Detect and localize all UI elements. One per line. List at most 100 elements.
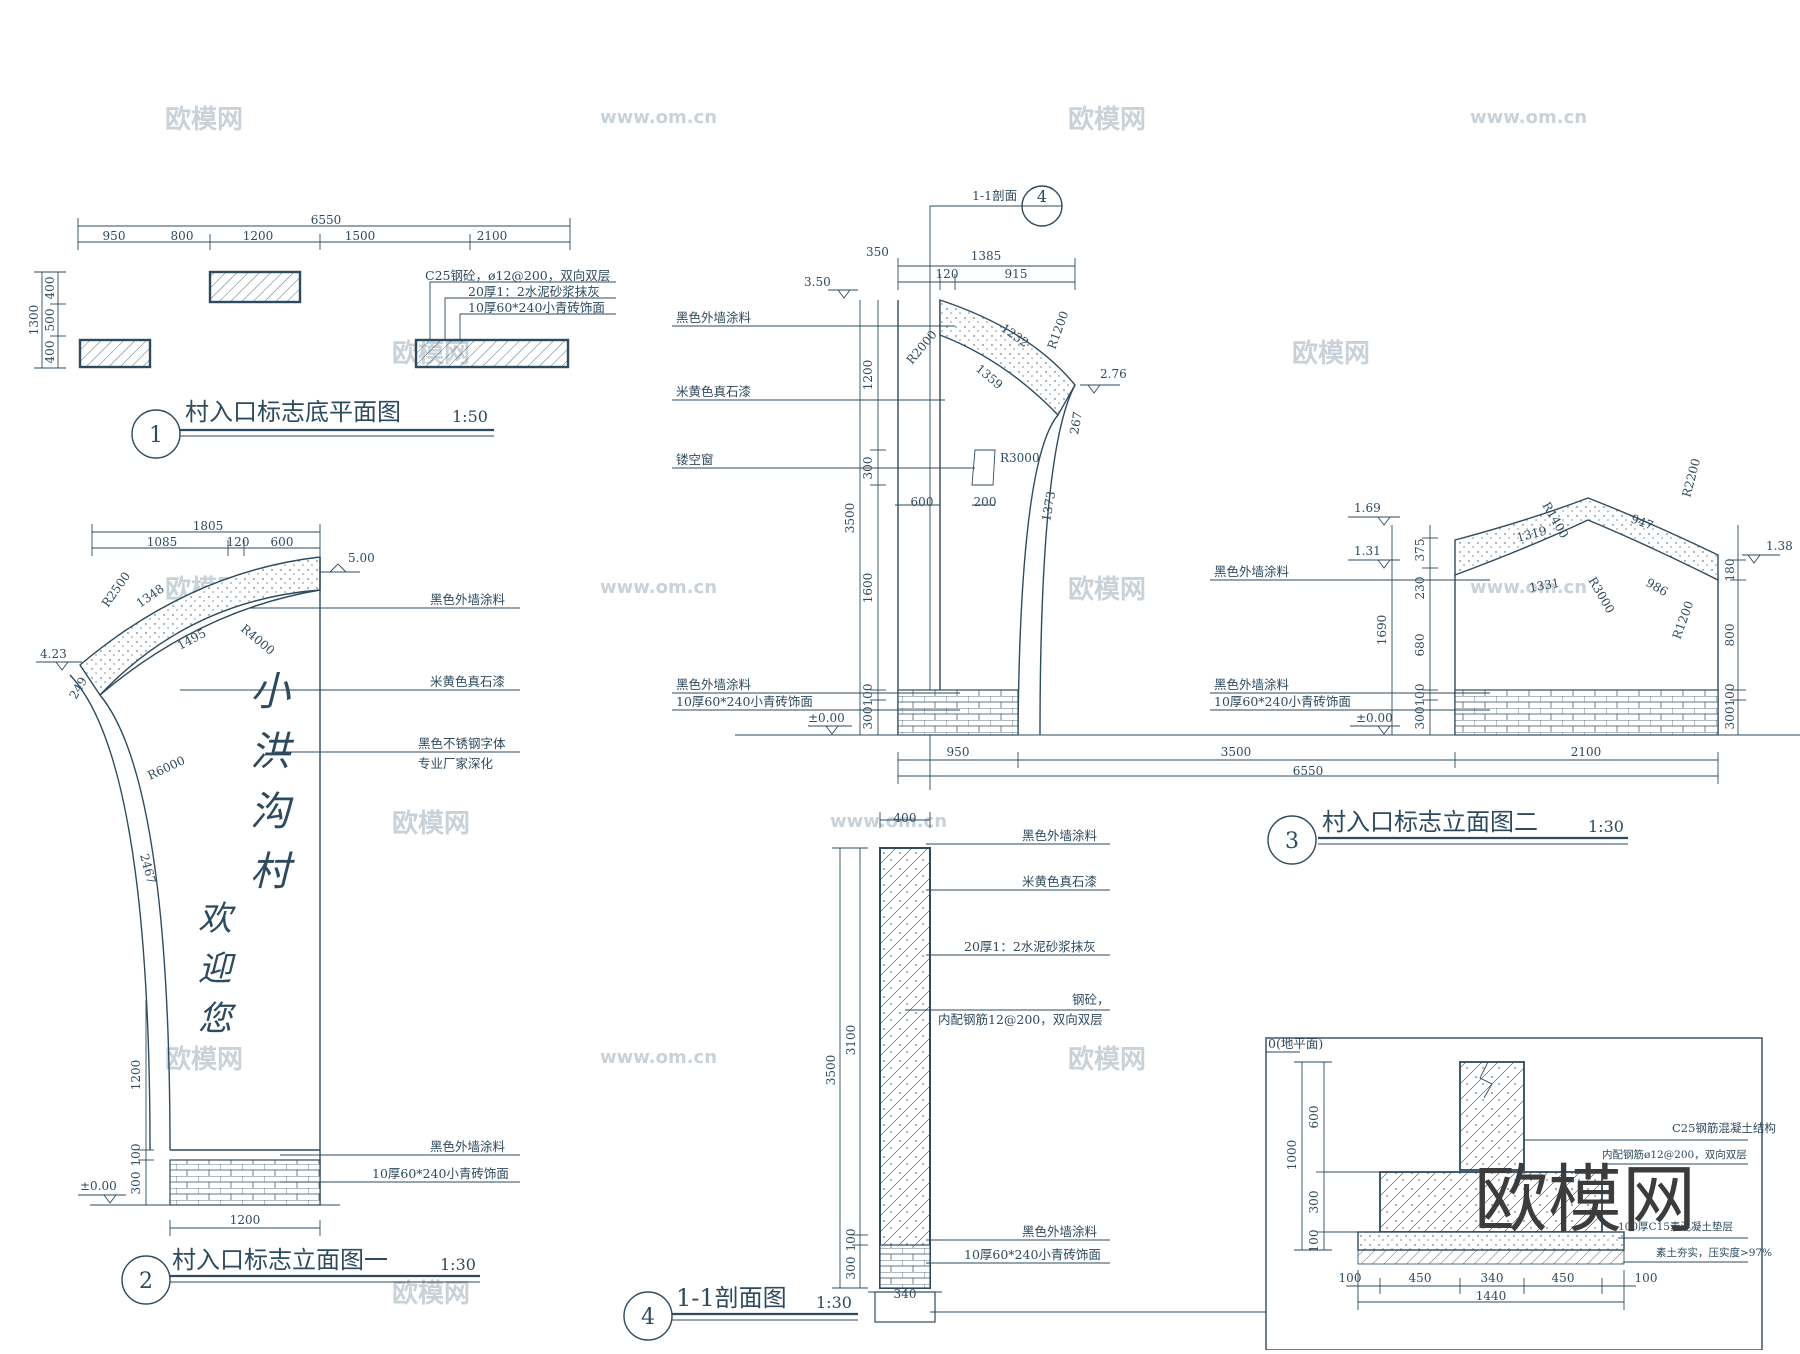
watermark-url: www.om.cn (1470, 107, 1587, 128)
arc-label: R3000 (1585, 575, 1617, 616)
dim-label: 600 (271, 535, 294, 549)
note-text: 米黄色真石漆 (676, 384, 751, 399)
sign-character: 村 (250, 849, 295, 895)
drawing-number: 4 (641, 1305, 655, 1330)
arc-label: 2467 (137, 852, 158, 885)
note-text: 10厚60*240小青砖饰面 (468, 300, 605, 315)
dim-label: 1200 (243, 229, 274, 243)
dim-label: 800 (1723, 624, 1737, 647)
arc-label: R6000 (145, 753, 187, 782)
watermark-logo: 欧模网 (392, 1278, 470, 1309)
plan-wall-block (414, 338, 570, 369)
watermark-logo: 欧模网 (1068, 1044, 1146, 1075)
dim-label: 1200 (230, 1213, 261, 1227)
dim-total: 1300 (27, 305, 41, 336)
plan-wall-block (208, 270, 302, 304)
dim-label: 300 (1307, 1191, 1321, 1214)
note-text: 10厚60*240小青砖饰面 (372, 1166, 509, 1181)
dim-label: 1200 (861, 360, 875, 391)
drawing-number-circle (121, 1255, 171, 1305)
note-text: C25钢砼，ø12@200，双向双层 (425, 268, 610, 283)
note-text: 10厚60*240小青砖饰面 (964, 1247, 1101, 1262)
dim-label: 1200 (129, 1060, 143, 1091)
note-text: 黑色外墙涂料 (1022, 828, 1098, 843)
section-marker-label: 1-1剖面 (972, 188, 1017, 203)
dim-label: 100 (861, 684, 875, 707)
plan-drawing: 6550 950 800 1200 1500 2100 1300 400 500… (27, 213, 616, 459)
dim-label: 3100 (844, 1025, 858, 1056)
dim-label: 300 (861, 707, 875, 730)
dim-total: 1805 (193, 519, 224, 533)
level-mark: 3.50 (804, 275, 831, 289)
welcome-character: 欢 (198, 899, 236, 939)
dim-label: 680 (1413, 634, 1427, 657)
dim-label: 450 (1409, 1271, 1432, 1285)
watermark-url: www.om.cn (1470, 577, 1587, 598)
dim-label: 1600 (861, 573, 875, 604)
dim-label: 600 (911, 495, 934, 509)
level-mark: 5.00 (348, 551, 375, 565)
dim-label: 3500 (843, 503, 857, 534)
note-text: 黑色不锈钢字体 (418, 736, 506, 751)
dim-label: 3500 (824, 1055, 838, 1086)
dim-label: 1690 (1375, 615, 1389, 646)
arc-label: 1348 (134, 581, 167, 610)
dim-label: 950 (103, 229, 126, 243)
note-text: 20厚1：2水泥砂浆抹灰 (964, 939, 1096, 954)
dim-label: 200 (974, 495, 997, 509)
note-text: 黑色外墙涂料 (676, 310, 752, 325)
arc-label: R3000 (1000, 451, 1040, 465)
arc-label: R1200 (1670, 599, 1697, 641)
drawing-title: 村入口标志底平面图 (185, 398, 401, 426)
foundation-corner-label: 0(地平面) (1268, 1036, 1323, 1051)
dim-label: 300 (129, 1172, 143, 1195)
drawing-number: 3 (1285, 829, 1299, 854)
watermark-logo: 欧模网 (165, 104, 243, 135)
level-mark: ±0.00 (80, 1179, 117, 1193)
watermark-logo: 欧模网 (1292, 338, 1370, 369)
drawing-number-circle (1267, 815, 1317, 865)
dim-label: 120 (227, 535, 250, 549)
watermark-url: www.om.cn (600, 577, 717, 598)
elevation-two-drawing: 4 1-1剖面 350 1385 120 915 3.50 2.76 R2000… (672, 185, 1800, 865)
arc-label: R2500 (99, 569, 133, 609)
arc-label: R1200 (1045, 309, 1072, 351)
arc-label: R2000 (904, 328, 940, 367)
dim-label: 450 (1552, 1271, 1575, 1285)
level-mark: ±0.00 (808, 711, 845, 725)
dim-label: 3500 (1221, 745, 1252, 759)
brick-base (169, 1159, 321, 1206)
level-mark: 1.31 (1354, 544, 1381, 558)
note-text: 黑色外墙涂料 (430, 592, 506, 607)
note-text: 镂空窗 (676, 452, 714, 467)
dim-label: 100 (1413, 684, 1427, 707)
watermark-logo: 欧模网 (1068, 574, 1146, 605)
break-line-icon (1479, 1061, 1493, 1099)
drawing-number: 2 (139, 1269, 153, 1294)
dim-label: 1085 (147, 535, 178, 549)
dim-label: 340 (894, 1287, 917, 1301)
dim-label: 915 (1005, 267, 1028, 281)
dim-label: 400 (43, 277, 57, 300)
drawing-title: 村入口标志立面图二 (1322, 808, 1538, 836)
dim-label: 230 (1413, 577, 1427, 600)
note-text: 素土夯实，压实度>97% (1656, 1246, 1772, 1259)
dim-label: 100 (1635, 1271, 1658, 1285)
arc-label: 986 (1644, 575, 1671, 599)
drawing-title: 1-1剖面图 (676, 1284, 787, 1312)
hollow-window (971, 449, 996, 486)
note-text: 黑色外墙涂料 (430, 1139, 506, 1154)
watermark-logo: 欧模网 (165, 1044, 243, 1075)
note-text: 10厚60*240小青砖饰面 (1214, 694, 1351, 709)
watermark-url: www.om.cn (600, 1047, 717, 1068)
dim-label: 180 (1723, 559, 1737, 582)
dim-total: 1440 (1476, 1289, 1507, 1303)
level-mark: 1.38 (1766, 539, 1793, 553)
dim-label: 500 (43, 309, 57, 332)
section-drawing: 400 3500 3100 100 300 340 黑色外墙涂料 米黄色真石漆 … (623, 811, 1271, 1341)
note-text: 米黄色真石漆 (430, 674, 505, 689)
dim-label: 600 (1307, 1106, 1321, 1129)
arc-label: 1373 (1039, 490, 1058, 523)
